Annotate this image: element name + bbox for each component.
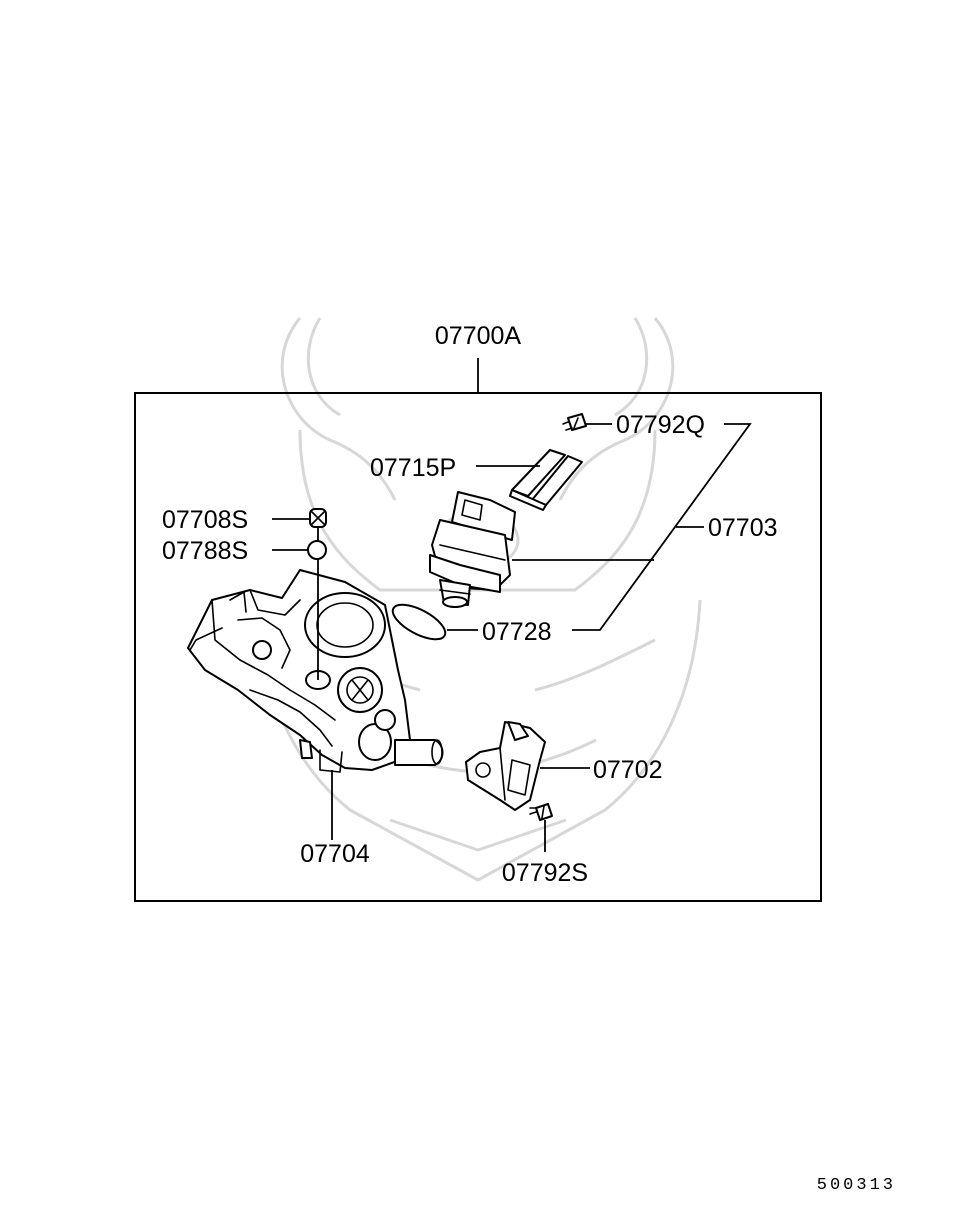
oring-07788S-icon[interactable] <box>307 540 327 560</box>
label-07708S[interactable]: 07708S <box>162 506 248 534</box>
label-07703[interactable]: 07703 <box>708 514 778 542</box>
throttle-body-icon[interactable] <box>187 569 444 773</box>
leader-07703-group <box>572 423 752 631</box>
screw-07708S-icon[interactable] <box>309 508 327 528</box>
diagram-code: 500313 <box>817 1176 896 1195</box>
label-07788S[interactable]: 07788S <box>162 537 248 565</box>
label-07728[interactable]: 07728 <box>482 618 552 646</box>
screw-07792S-icon[interactable] <box>529 803 553 821</box>
oring-07728-icon[interactable] <box>388 598 450 646</box>
bracket-07715P-icon[interactable] <box>509 449 583 511</box>
idle-air-control-valve-icon[interactable] <box>429 491 516 608</box>
label-07792Q[interactable]: 07792Q <box>616 411 705 439</box>
label-07792S[interactable]: 07792S <box>502 859 588 887</box>
label-07715P[interactable]: 07715P <box>370 454 456 482</box>
label-07702[interactable]: 07702 <box>593 756 663 784</box>
label-07704[interactable]: 07704 <box>300 840 370 868</box>
throttle-position-sensor-icon[interactable] <box>465 721 546 811</box>
screw-07792Q-icon[interactable] <box>562 413 587 431</box>
label-07700A[interactable]: 07700A <box>435 322 522 350</box>
